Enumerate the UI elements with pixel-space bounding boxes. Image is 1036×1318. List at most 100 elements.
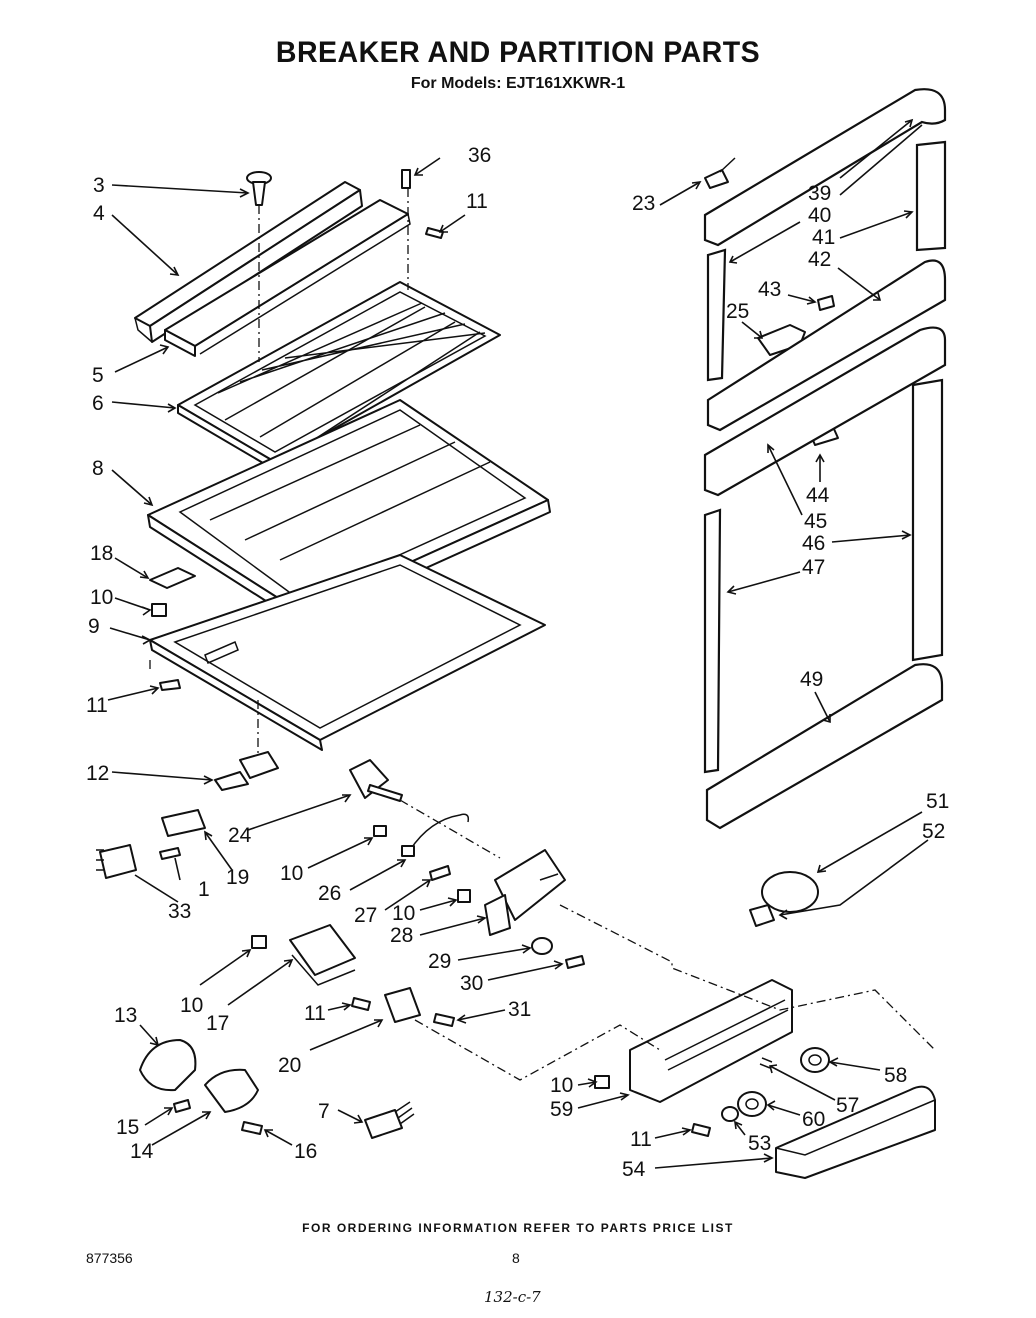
label-part-12: 12 <box>86 762 109 785</box>
ordering-note: FOR ORDERING INFORMATION REFER TO PARTS … <box>302 1221 734 1235</box>
part-41-freezer-gasket-side <box>915 140 947 252</box>
label-part-39: 39 <box>808 182 831 205</box>
part-33-mount <box>96 844 137 879</box>
label-part-1: 1 <box>198 878 210 901</box>
part-53-bumper <box>721 1106 739 1122</box>
label-part-3: 3 <box>93 174 105 197</box>
label-part-14: 14 <box>130 1140 154 1163</box>
part-46-fresh-food-gasket-side <box>911 378 944 662</box>
part-31-screw <box>433 1013 455 1027</box>
part-8-partition-frame <box>147 399 551 625</box>
label-part-6: 6 <box>92 392 104 415</box>
part-14-thermostat <box>204 1068 259 1113</box>
part-17-light-housing <box>289 924 356 986</box>
part-23-hinge-clip <box>704 157 736 189</box>
label-part-60: 60 <box>802 1108 825 1131</box>
document-number: 877356 <box>86 1250 133 1266</box>
part-10-nut-lower <box>251 935 267 949</box>
label-part-19: 19 <box>226 866 249 889</box>
label-part-44: 44 <box>806 484 830 507</box>
part-6-breaker-grille <box>177 281 501 471</box>
label-part-11-d: 11 <box>630 1128 652 1151</box>
label-part-36: 36 <box>468 144 491 167</box>
label-part-47: 47 <box>802 556 825 579</box>
label-part-18: 18 <box>90 542 113 565</box>
part-1-screw <box>159 847 181 860</box>
part-57-spring <box>759 1057 773 1069</box>
part-number-labels: 3 4 5 6 8 18 10 9 11 12 36 11 19 1 33 24… <box>86 144 949 1181</box>
part-52-light-bulb <box>749 871 819 927</box>
part-16-screw <box>241 1121 263 1135</box>
label-part-29: 29 <box>428 950 451 973</box>
label-part-57: 57 <box>836 1094 859 1117</box>
part-29-bushing <box>531 937 553 955</box>
label-part-4: 4 <box>93 202 105 225</box>
page-number: 8 <box>512 1250 520 1266</box>
part-7-connector <box>364 1101 415 1139</box>
label-part-10-c: 10 <box>392 902 415 925</box>
label-part-54: 54 <box>622 1158 646 1181</box>
label-part-10-b: 10 <box>280 862 303 885</box>
label-part-5: 5 <box>92 364 104 387</box>
label-part-41: 41 <box>812 226 835 249</box>
label-part-23: 23 <box>632 192 655 215</box>
label-part-13: 13 <box>114 1004 137 1027</box>
part-47-fresh-food-gasket-side-left <box>703 508 722 774</box>
part-30-screw <box>565 955 585 969</box>
part-20-switch <box>384 987 421 1023</box>
label-part-30: 30 <box>460 972 483 995</box>
label-part-20: 20 <box>278 1054 301 1077</box>
label-part-52: 52 <box>922 820 945 843</box>
label-part-26: 26 <box>318 882 341 905</box>
label-part-46: 46 <box>802 532 825 555</box>
label-part-11-a: 11 <box>86 694 108 717</box>
part-24-control-knob <box>349 759 403 802</box>
part-4-breaker-top-channel <box>134 181 363 343</box>
label-part-51: 51 <box>926 790 949 813</box>
label-part-43: 43 <box>758 278 781 301</box>
part-18-clip <box>149 567 196 589</box>
part-28-control-housing <box>484 849 566 936</box>
part-15-screw <box>173 1099 191 1113</box>
part-11-screw-top <box>425 227 444 239</box>
label-part-40: 40 <box>808 204 831 227</box>
handwritten-code: 132-c-7 <box>484 1288 541 1306</box>
label-part-49: 49 <box>800 668 823 691</box>
label-part-8: 8 <box>92 457 104 480</box>
model-subtitle: For Models: EJT161XKWR-1 <box>410 75 626 92</box>
label-part-27: 27 <box>354 904 377 927</box>
part-9-partition-tray <box>149 554 546 751</box>
part-60-socket <box>737 1091 767 1117</box>
assembly-guide-lines <box>149 188 936 1081</box>
label-part-45: 45 <box>804 510 827 533</box>
part-10-nut-right <box>457 889 471 903</box>
part-27-screw <box>429 865 451 881</box>
label-part-31: 31 <box>508 998 531 1021</box>
part-10-nut-center <box>373 825 387 837</box>
label-part-53: 53 <box>748 1132 771 1155</box>
label-part-10-e: 10 <box>550 1074 573 1097</box>
label-part-28: 28 <box>390 924 413 947</box>
label-part-9: 9 <box>88 615 100 638</box>
label-part-7: 7 <box>318 1100 330 1123</box>
label-part-24: 24 <box>228 824 252 847</box>
label-part-58: 58 <box>884 1064 907 1087</box>
part-11-screw-bottom <box>691 1123 711 1137</box>
label-part-16: 16 <box>294 1140 317 1163</box>
label-part-11-b: 11 <box>466 190 488 213</box>
leader-lines <box>107 118 929 1169</box>
part-42-freezer-gasket-bottom <box>706 259 947 432</box>
part-59-light-shield-bracket <box>629 979 793 1103</box>
label-part-59: 59 <box>550 1098 573 1121</box>
part-3-screw <box>246 171 272 206</box>
part-25-hinge-bracket <box>757 324 806 356</box>
part-58-socket <box>800 1047 830 1073</box>
part-19-bracket <box>161 809 206 837</box>
part-45-fresh-food-gasket-top <box>703 326 947 497</box>
label-part-25: 25 <box>726 300 749 323</box>
part-36-screw <box>401 169 411 189</box>
part-43-clip <box>817 295 835 311</box>
diagram-title: BREAKER AND PARTITION PARTS <box>275 36 761 69</box>
label-part-42: 42 <box>808 248 831 271</box>
